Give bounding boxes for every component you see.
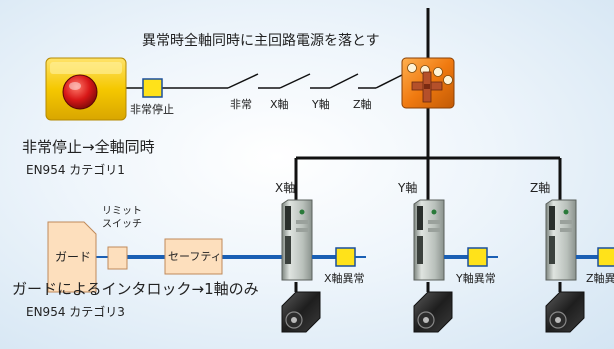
axis-error-label-y: Y軸異常 — [456, 272, 496, 285]
guard-label: ガード — [55, 250, 92, 264]
estop-signal-box — [142, 78, 163, 98]
servo-motor-icon — [281, 291, 585, 333]
limit-switch-label: リミット スイッチ — [102, 206, 142, 230]
servo-driver-y — [413, 199, 445, 281]
guard-summary: ガードによるインタロック→1軸のみ — [12, 280, 259, 298]
guard-category: EN954 カテゴリ3 — [26, 305, 125, 319]
axis-fault-outputs — [312, 247, 614, 267]
power-lines — [294, 8, 562, 292]
servo-driver-z — [545, 199, 577, 281]
axis-error-label-x: X軸異常 — [324, 272, 365, 285]
fault-box-y — [467, 247, 488, 267]
servo-driver-icon — [281, 199, 577, 281]
limit-switch-box — [107, 246, 128, 270]
switch-label-x: X軸 — [270, 98, 289, 111]
axis-label-z: Z軸 — [530, 181, 551, 195]
servo-motor-y — [413, 291, 453, 333]
switch-contact-z — [375, 73, 405, 89]
axis-error-label-z: Z軸異常 — [586, 272, 614, 285]
top-note: 異常時全軸同時に主回路電源を落とす — [142, 33, 380, 49]
switch-label-y: Y軸 — [312, 98, 330, 111]
servo-driver-x — [281, 199, 313, 281]
switch-contact-x — [279, 73, 311, 89]
axis-label-x: X軸 — [275, 181, 296, 195]
estop-box-label: 非常停止 — [130, 103, 174, 116]
fault-box-z — [597, 247, 614, 267]
switch-contact-y — [329, 73, 359, 89]
switch-label-estop: 非常 — [230, 98, 252, 111]
servo-motor-x — [281, 291, 321, 333]
estop-summary: 非常停止→全軸同時 — [22, 138, 155, 156]
servo-motor-z — [545, 291, 585, 333]
safety-label: セーフティ — [168, 250, 222, 263]
estop-signal-line — [126, 73, 414, 89]
safety-relay-box — [164, 238, 223, 275]
estop-category: EN954 カテゴリ1 — [26, 163, 125, 177]
contactor-icon — [401, 57, 455, 109]
switch-label-z: Z軸 — [353, 98, 372, 111]
axis-label-y: Y軸 — [398, 181, 418, 195]
emergency-stop-button-icon — [45, 57, 127, 121]
guard-shape — [47, 221, 97, 293]
fault-box-x — [335, 247, 356, 267]
switch-contact-estop — [227, 73, 259, 89]
